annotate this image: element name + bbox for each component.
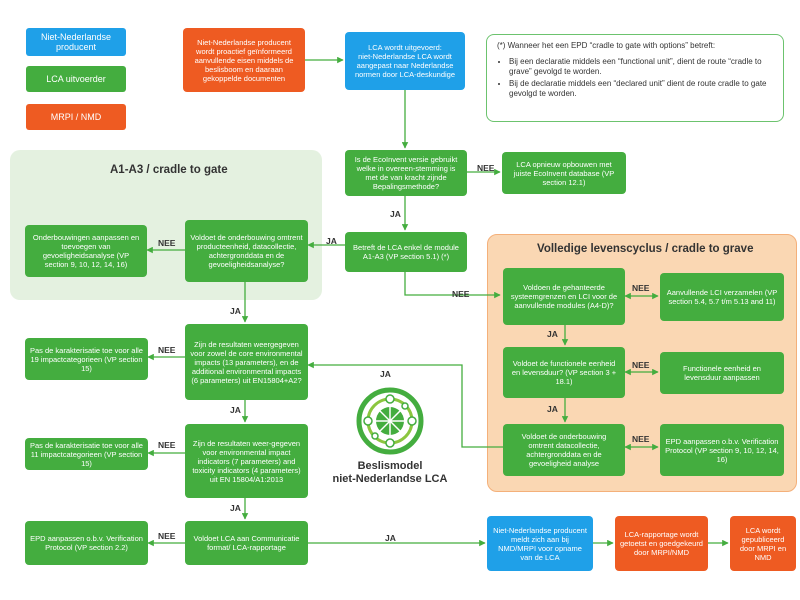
epd-adjust-b-box: EPD aanpassen o.b.v. Verification Protoc…	[660, 424, 784, 476]
yes-label: JA	[547, 404, 558, 414]
epd-adjust-c-box: EPD aanpassen o.b.v. Verification Protoc…	[25, 521, 148, 565]
note-cradle-to-gate-with-options: (*) Wanneer het een EPD “cradle to gate …	[486, 34, 784, 122]
region-cradle-to-grave-title: Volledige levenscyclus / cradle to grave	[537, 243, 754, 255]
ecoinvent-check-box: Is de EcoInvent versie gebruikt welke in…	[345, 150, 467, 196]
note-title: (*) Wanneer het een EPD “cradle to gate …	[497, 41, 716, 50]
yes-label: JA	[547, 329, 558, 339]
system-bounds-box: Voldoen de gehanteerde systeemgrenzen en…	[503, 268, 625, 325]
yes-label: JA	[326, 236, 337, 246]
no-label: NEE	[632, 434, 650, 444]
functional-unit-box: Voldoet de functionele eenheid en levens…	[503, 347, 625, 398]
network-logo-icon	[356, 387, 424, 455]
yes-label: JA	[385, 533, 396, 543]
producer-informed-box: Niet-Nederlandse producent wordt proacti…	[183, 28, 305, 92]
no-label: NEE	[632, 360, 650, 370]
comm-format-box: Voldoet LCA aan Communicatie format/ LCA…	[185, 521, 308, 565]
lca-published-box: LCA wordt gepubliceerd door MRPI en NMD	[730, 516, 796, 571]
yes-label: JA	[380, 369, 391, 379]
char-11-box: Pas de karakterisatie toe voor alle 11 i…	[25, 438, 148, 470]
no-label: NEE	[158, 531, 176, 541]
lca-tested-box: LCA-rapportage wordt getoetst en goedgek…	[615, 516, 708, 571]
yes-label: JA	[390, 209, 401, 219]
underpinning-b-box: Voldoet de onderbouwing omtrent datacoll…	[503, 424, 625, 476]
underpinning-a-box: Voldoet de onderbouwing omtrent producte…	[185, 220, 308, 282]
legend-mrpi-nmd: MRPI / NMD	[26, 104, 126, 130]
yes-label: JA	[230, 405, 241, 415]
lci-collect-box: Aanvullende LCI verzamelen (VP section 5…	[660, 273, 784, 321]
legend-lca-performer: LCA uitvoerder	[26, 66, 126, 92]
note-bullet: Bij de declaratie middels een “declared …	[509, 79, 773, 99]
yes-label: JA	[230, 306, 241, 316]
no-label: NEE	[158, 345, 176, 355]
logo-title: Beslismodel niet-Nederlandse LCA	[332, 460, 448, 485]
no-label: NEE	[477, 163, 495, 173]
legend-producer: Niet-Nederlandse producent	[26, 28, 126, 56]
core-impacts-box: Zijn de resultaten weergegeven voor zowe…	[185, 324, 308, 400]
module-a1a3-box: Betreft de LCA enkel de module A1-A3 (VP…	[345, 232, 467, 272]
note-bullet: Bij een declaratie middels een “function…	[509, 57, 773, 77]
no-label: NEE	[158, 440, 176, 450]
underpinning-fix-a-box: Onderbouwingen aanpassen en toevoegen va…	[25, 225, 147, 277]
ecoinvent-rebuild-box: LCA opnieuw opbouwen met juiste EcoInven…	[502, 152, 626, 194]
lca-performed-box: LCA wordt uitgevoerd: niet-Nederlandse L…	[345, 32, 465, 90]
no-label: NEE	[632, 283, 650, 293]
impact-indicators-box: Zijn de resultaten weer-gegeven voor env…	[185, 424, 308, 498]
functional-fix-box: Functionele eenheid en levensduur aanpas…	[660, 352, 784, 394]
region-cradle-to-gate-title: A1-A3 / cradle to gate	[110, 164, 228, 176]
no-label: NEE	[452, 289, 470, 299]
no-label: NEE	[158, 238, 176, 248]
yes-label: JA	[230, 503, 241, 513]
char-19-box: Pas de karakterisatie toe voor alle 19 i…	[25, 338, 148, 380]
producer-reports-box: Niet-Nederlandse producent meldt zich aa…	[487, 516, 593, 571]
